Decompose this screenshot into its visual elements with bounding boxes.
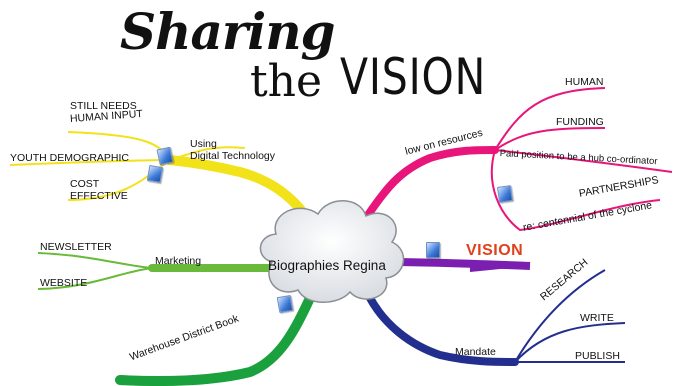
resources-branch	[364, 87, 673, 232]
document-icon	[496, 185, 514, 203]
digital-label-line1: Using	[190, 138, 217, 150]
still-needs-line1: STILL NEEDS	[70, 100, 137, 112]
center-cloud	[259, 200, 405, 303]
digital-label-underline	[169, 146, 246, 161]
publish-label: PUBLISH	[575, 350, 620, 362]
marketing-sub-newsletter	[37, 252, 153, 269]
vision-label: VISION	[466, 242, 524, 259]
mandate-label: Mandate	[455, 346, 496, 358]
resources-sub-funding	[494, 127, 606, 151]
funding-label: FUNDING	[556, 116, 604, 128]
center-cloud-shape	[259, 200, 405, 303]
mandate-branch	[366, 269, 626, 366]
digital-label-line2: Digital Technology	[190, 150, 276, 162]
title-line-2-the: the	[250, 56, 323, 107]
digital-branch-trunk	[165, 155, 310, 220]
cost-line1: COST	[70, 178, 100, 190]
document-icon	[156, 146, 174, 166]
mandate-sub-write	[514, 322, 626, 363]
vision-branch-tip	[470, 260, 530, 272]
mandate-sub-research	[514, 269, 606, 363]
document-icon	[426, 242, 440, 258]
digital-sub-youth	[9, 159, 171, 166]
warehouse-branch	[115, 293, 315, 386]
marketing-label: Marketing	[155, 255, 202, 267]
document-icon	[276, 294, 294, 314]
document-icon	[146, 164, 164, 184]
vision-branch	[389, 258, 531, 272]
resources-branch-trunk	[364, 146, 499, 219]
marketing-sub-website	[37, 267, 153, 290]
resources-sub-paid	[494, 149, 673, 173]
cost-line2: EFFECTIVE	[70, 190, 128, 202]
youth-demographic: YOUTH DEMOGRAPHIC	[10, 152, 130, 164]
website-label: WEBSITE	[40, 277, 88, 289]
title-line-2-vision: VISION	[340, 48, 487, 106]
resources-sub-partnerships	[490, 149, 661, 232]
newsletter-label: NEWSLETTER	[40, 241, 112, 253]
marketing-branch	[37, 252, 274, 290]
mandate-branch-trunk	[366, 294, 519, 366]
warehouse-branch-trunk	[115, 293, 315, 386]
resources-sub-human	[494, 87, 606, 151]
human-label: HUMAN	[565, 76, 604, 88]
center-label: Biographies Regina	[268, 258, 386, 273]
write-label: WRITE	[580, 312, 614, 324]
title-line-1: Sharing	[120, 2, 336, 61]
